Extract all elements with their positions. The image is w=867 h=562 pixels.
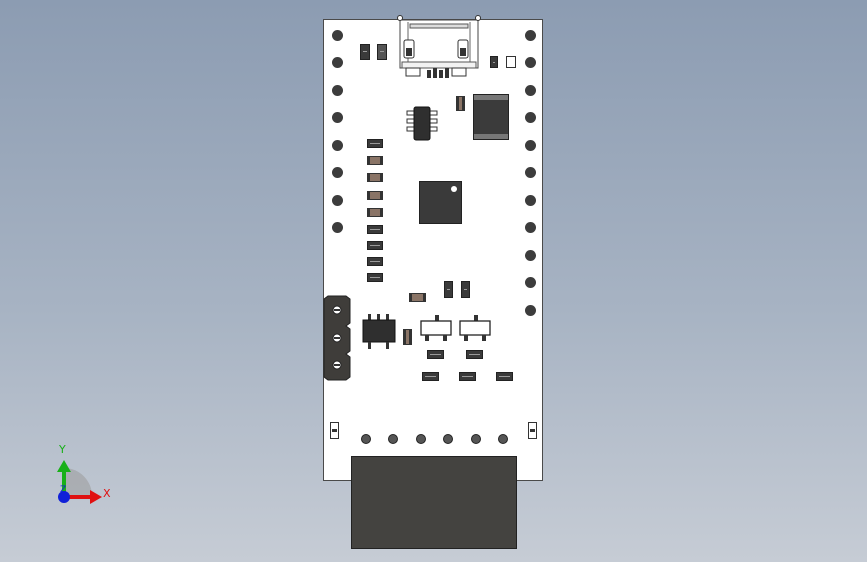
smd-resistor — [403, 329, 412, 345]
triad-z-label: Z — [60, 485, 67, 495]
qfn-microcontroller — [419, 181, 462, 224]
smd-capacitor — [466, 350, 483, 359]
smd-resistor — [367, 191, 383, 200]
left-pin-pad — [332, 30, 343, 41]
smd-capacitor — [367, 273, 383, 282]
smd-capacitor — [367, 225, 383, 234]
right-pin-pad — [525, 85, 536, 96]
x-axis-arrowhead — [90, 490, 102, 504]
smd-capacitor — [496, 372, 513, 381]
header-pin — [388, 434, 398, 444]
sot-chip — [362, 314, 396, 349]
smd-resistor — [456, 96, 465, 111]
left-pin-pad — [332, 222, 343, 233]
smd-diode — [490, 56, 498, 68]
left-pin-pad — [332, 57, 343, 68]
z-axis-marker — [58, 491, 70, 503]
usb-connector — [397, 15, 481, 78]
header-pin — [471, 434, 481, 444]
triad-y-label: Y — [59, 443, 66, 456]
right-pin-pad — [525, 112, 536, 123]
right-pin-pad — [525, 222, 536, 233]
y-axis-arrowhead — [57, 460, 71, 472]
triad-x-label: X — [103, 487, 111, 500]
smd-led — [330, 422, 339, 439]
header-pin — [361, 434, 371, 444]
header-pin — [443, 434, 453, 444]
smd-led — [506, 56, 516, 68]
left-pin-pad — [332, 85, 343, 96]
smd-capacitor — [367, 139, 383, 148]
smd-capacitor — [427, 350, 444, 359]
left-pin-pad — [332, 195, 343, 206]
left-pin-pad — [332, 140, 343, 151]
right-pin-pad — [525, 195, 536, 206]
pin-header-housing — [351, 456, 517, 549]
header-pin — [416, 434, 426, 444]
right-pin-pad — [525, 277, 536, 288]
smd-capacitor — [459, 372, 476, 381]
smd-capacitor — [360, 44, 370, 60]
tantalum-capacitor — [473, 94, 509, 140]
smd-capacitor — [422, 372, 439, 381]
header-pin — [498, 434, 508, 444]
smd-capacitor — [377, 44, 387, 60]
soic-chip — [406, 106, 438, 141]
smd-capacitor — [367, 241, 383, 250]
left-pin-pad — [332, 112, 343, 123]
right-pin-pad — [525, 30, 536, 41]
sot23-transistor — [459, 315, 491, 341]
pcb-board[interactable] — [323, 15, 543, 481]
smd-resistor — [409, 293, 426, 302]
smd-capacitor — [367, 257, 383, 266]
right-pin-pad — [525, 140, 536, 151]
left-pin-pad — [332, 167, 343, 178]
right-pin-pad — [525, 250, 536, 261]
smd-capacitor — [461, 281, 470, 298]
side-jumper-header — [323, 295, 351, 381]
smd-capacitor — [444, 281, 453, 298]
right-pin-pad — [525, 305, 536, 316]
right-pin-pad — [525, 167, 536, 178]
smd-resistor — [367, 156, 383, 165]
orientation-triad[interactable] — [50, 440, 110, 510]
smd-led — [528, 422, 537, 439]
smd-resistor — [367, 208, 383, 217]
right-pin-pad — [525, 57, 536, 68]
sot23-transistor — [420, 315, 452, 341]
smd-resistor — [367, 173, 383, 182]
